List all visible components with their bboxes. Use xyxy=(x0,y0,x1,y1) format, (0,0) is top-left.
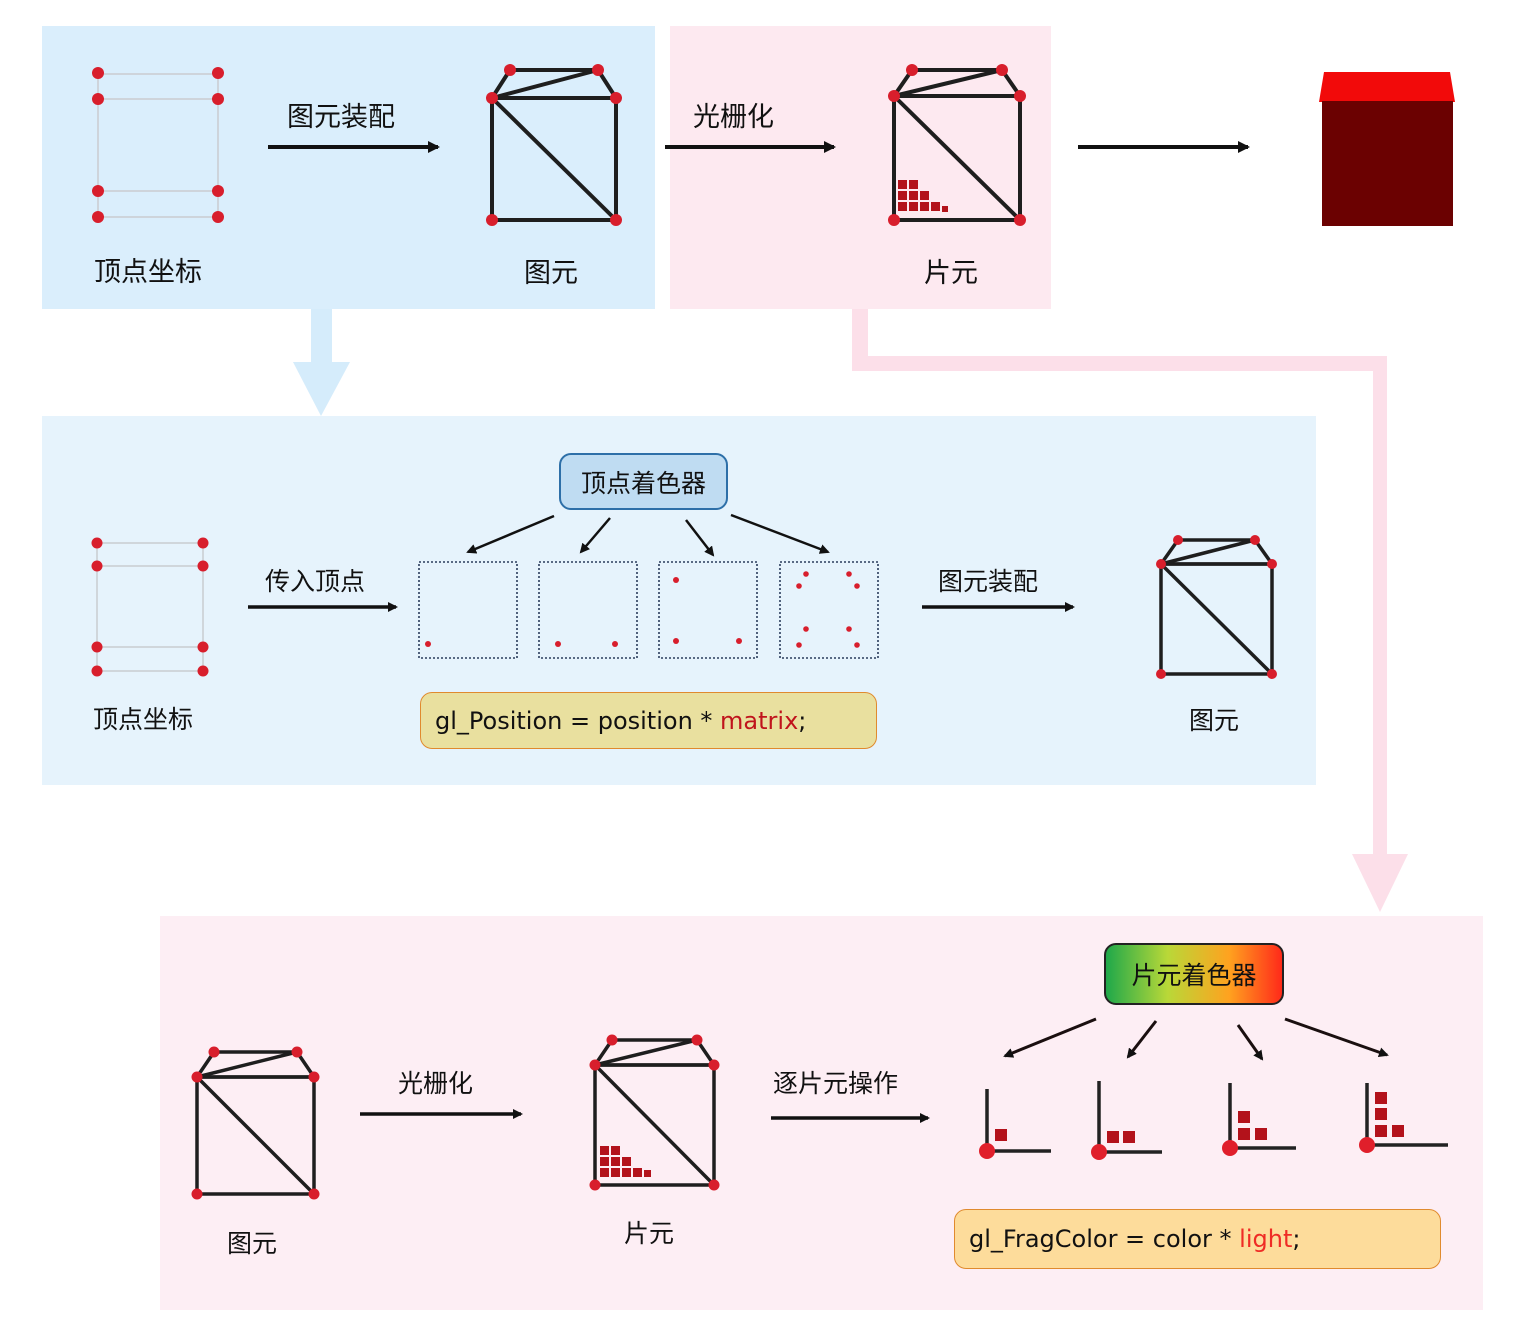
top-primitive-icon xyxy=(486,64,622,226)
fragment-axis-1 xyxy=(979,1089,1051,1159)
fragment-axis-2 xyxy=(1091,1081,1162,1160)
output-cube-top xyxy=(1319,72,1455,102)
fragment-code-var: light xyxy=(1239,1225,1293,1253)
vertex-code-var: matrix xyxy=(720,706,799,735)
vertex-stage-coords-label: 顶点坐标 xyxy=(93,705,194,734)
top-fragment-icon xyxy=(888,64,1026,226)
fragment-axis-3 xyxy=(1222,1083,1296,1156)
vertex-input-label: 传入顶点 xyxy=(265,567,366,596)
vertex-frame-1 xyxy=(418,561,518,659)
vertex-code-prefix: gl_Position = position * xyxy=(435,706,721,735)
vertex-frame-2 xyxy=(538,561,638,659)
vertex-frame-4 xyxy=(779,561,879,659)
top-vertex-panel xyxy=(42,26,655,309)
fragment-shader-box: 片元着色器 xyxy=(1104,943,1284,1005)
vertex-assembly-label: 图元装配 xyxy=(938,567,1039,596)
top-raster-label: 光栅化 xyxy=(693,102,774,133)
top-primitive-label: 图元 xyxy=(524,258,578,289)
fragment-code-prefix: gl_FragColor = color * xyxy=(969,1225,1240,1253)
per-fragment-label: 逐片元操作 xyxy=(773,1069,899,1098)
vertex-stage-primitive-icon xyxy=(1156,535,1277,679)
fragment-stage-fragment-label: 片元 xyxy=(624,1219,675,1248)
fragment-shader-fan-arrows xyxy=(1003,1017,1389,1061)
top-vertex-label: 顶点坐标 xyxy=(94,257,202,288)
fragment-code-suffix: ; xyxy=(1292,1225,1301,1253)
vertex-frame-3 xyxy=(658,561,758,659)
blue-down-connector xyxy=(293,309,350,416)
fragment-stage-primitive-icon xyxy=(191,1046,320,1200)
pink-elbow-connector xyxy=(852,309,1408,912)
top-fragment-label: 片元 xyxy=(924,258,978,289)
vertex-shader-code: gl_Position = position * matrix; xyxy=(420,692,877,749)
vertex-code-suffix: ; xyxy=(798,706,807,735)
fragment-stage-primitive-label: 图元 xyxy=(227,1229,278,1258)
fragment-stage-fragment-icon xyxy=(589,1034,720,1191)
vertex-shader-box: 顶点着色器 xyxy=(559,453,728,510)
fragment-axis-4 xyxy=(1359,1083,1448,1153)
top-assembly-label: 图元装配 xyxy=(287,102,395,133)
vertex-stage-primitive-label: 图元 xyxy=(1189,706,1240,735)
output-cube-body xyxy=(1322,101,1453,226)
vertex-shader-fan-arrows xyxy=(466,513,830,557)
top-vertex-coords-icon xyxy=(92,67,224,223)
vertex-stage-coords-icon xyxy=(91,537,209,677)
fragment-shader-code: gl_FragColor = color * light; xyxy=(954,1209,1441,1269)
fragment-raster-label: 光栅化 xyxy=(398,1069,474,1098)
